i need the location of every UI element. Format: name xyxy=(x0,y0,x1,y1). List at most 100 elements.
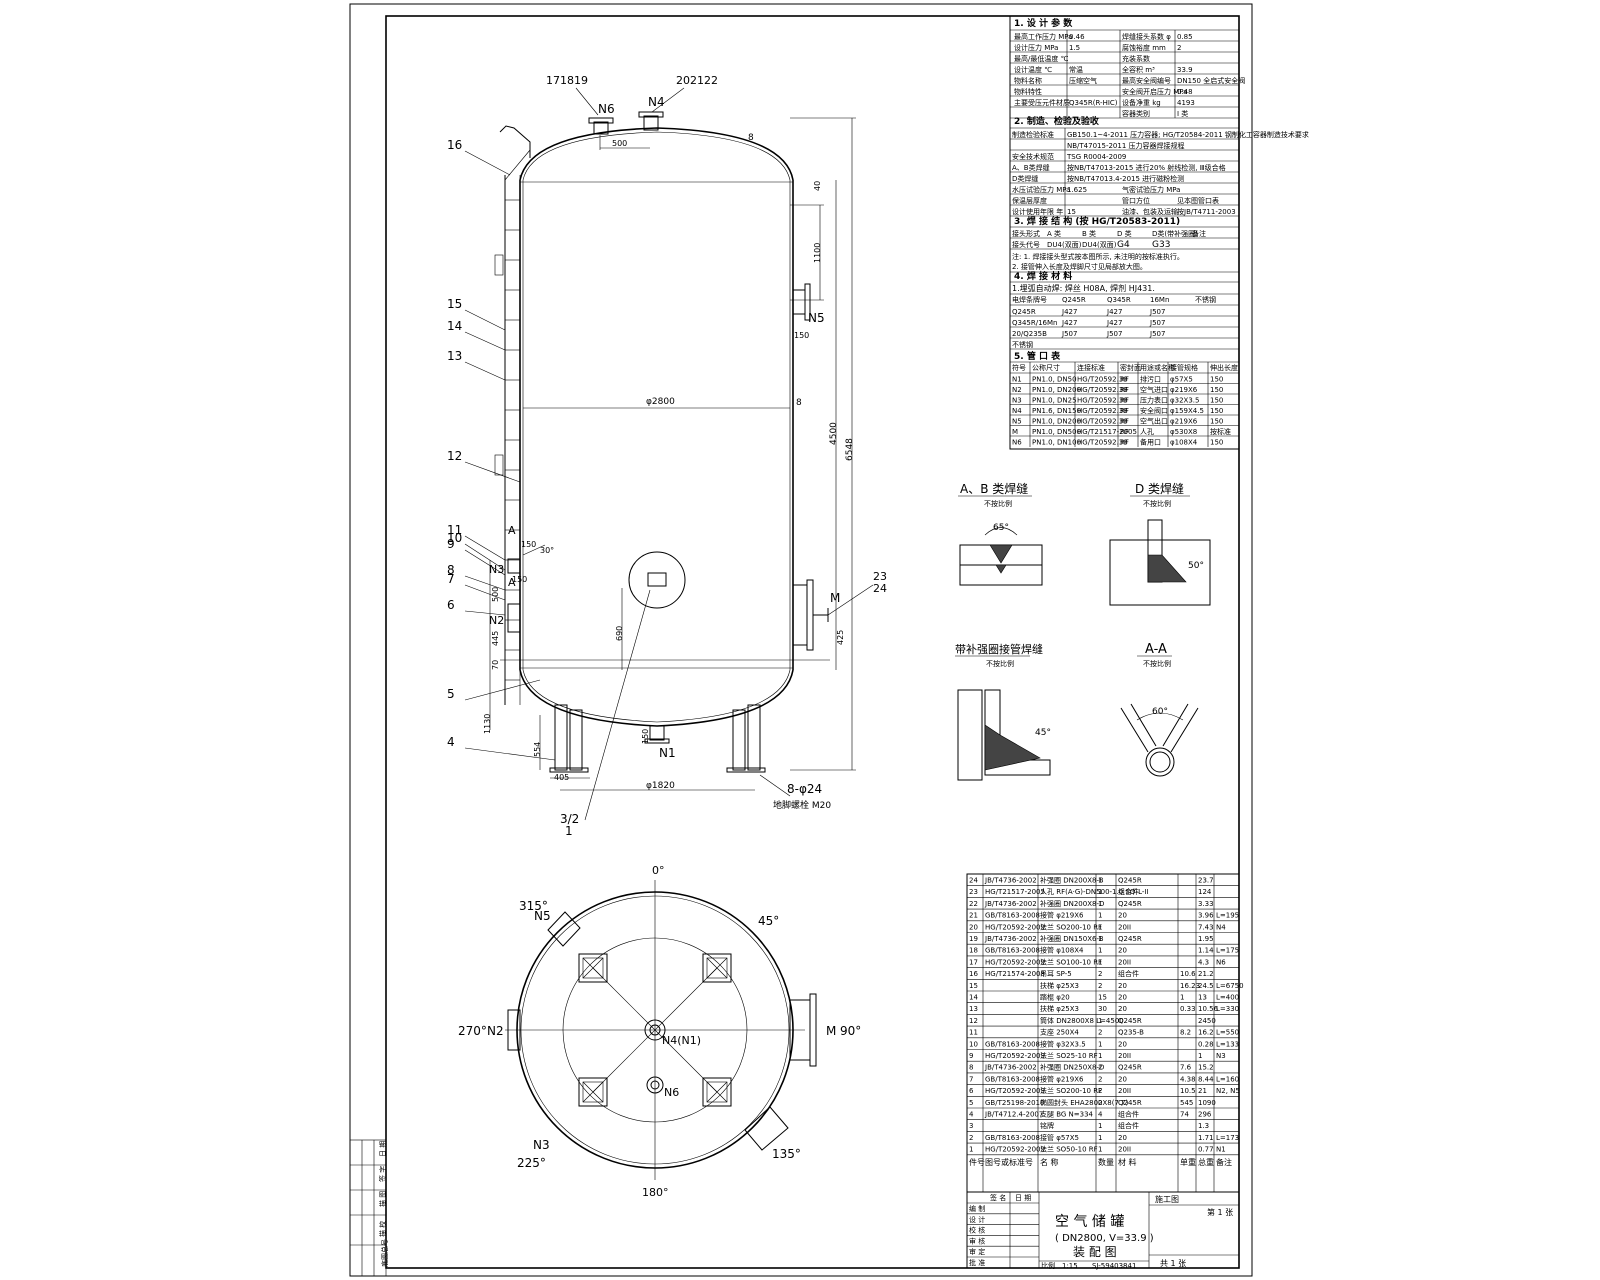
parts-cell: 2 xyxy=(1098,1099,1102,1107)
dim-label: 500 xyxy=(612,139,627,148)
detail-scale: 不按比例 xyxy=(986,659,1014,668)
parts-cell: 接管 φ219X6 xyxy=(1040,1074,1084,1083)
parts-cell: Q245R xyxy=(1118,900,1142,908)
parts-cell: 1.14 xyxy=(1198,947,1214,955)
plan-nozzle-label: N3 xyxy=(533,1138,550,1152)
weld-material-cell: J507 xyxy=(1061,330,1077,338)
parts-cell: 补强圈 DN200X8-D xyxy=(1040,899,1104,908)
nozzle-cell: N3 xyxy=(1012,397,1022,405)
nozzle-cell: φ159X4.5 xyxy=(1170,407,1204,415)
weld-material-col: 不锈钢 xyxy=(1195,295,1216,304)
nozzle-cell: 安全阀口 xyxy=(1140,406,1168,415)
inspection-cell: 见本图管口表 xyxy=(1177,196,1219,205)
role-label: 编 制 xyxy=(969,1204,985,1213)
scale-label: 比例 xyxy=(1041,1261,1055,1270)
nameplate xyxy=(628,551,686,609)
parts-col: 备注 xyxy=(1216,1157,1232,1167)
parts-cell: 296 xyxy=(1198,1111,1212,1119)
parts-cell: 20II xyxy=(1118,1146,1131,1154)
angle-label: 180° xyxy=(642,1186,669,1199)
nozzle-cell: RF xyxy=(1120,386,1129,394)
parts-cell: 15 xyxy=(1098,994,1107,1002)
parts-col: 名 称 xyxy=(1040,1157,1059,1167)
detail-scale: 不按比例 xyxy=(984,499,1012,508)
dim-label: 8 xyxy=(796,398,802,408)
drawing-name: 空 气 储 罐 xyxy=(1055,1214,1124,1230)
weld-details: A、B 类焊缝 不按比例 65° D 类焊缝 不按比例 50° 带补强圈接管焊缝… xyxy=(955,481,1211,781)
param-cell: 焊缝接头系数 φ xyxy=(1122,32,1171,41)
parts-cell: GB/T8163-2008 xyxy=(985,1075,1040,1083)
dim-label: 150 xyxy=(512,575,527,584)
nozzle-cell: PN1.0, DN200 xyxy=(1032,386,1081,394)
parts-cell: HG/T20592-2009 xyxy=(985,958,1045,966)
bottom-head xyxy=(519,669,794,727)
parts-cell: 支腿 BG N=334 xyxy=(1040,1110,1094,1119)
inspection-cell: NB/T47015-2011 压力容器焊接规程 xyxy=(1067,141,1185,150)
parts-cell: 法兰 SO100-10 RF xyxy=(1040,957,1102,966)
nozzle-table-heading: 5. 管 口 表 xyxy=(1014,350,1061,362)
weld-cell: DU4(双面) xyxy=(1047,241,1082,249)
nozzle-cell: PN1.0, DN200 xyxy=(1032,418,1081,426)
parts-cell: 组合件 xyxy=(1118,1121,1139,1130)
parts-cell: 2 xyxy=(1098,1064,1102,1072)
dim-label: 150 xyxy=(521,540,536,549)
nozzle-cell: RF xyxy=(1120,428,1129,436)
parts-cell: 1 xyxy=(1098,1134,1102,1142)
side-strip-item: 签 字 xyxy=(378,1166,387,1182)
dim-label: 6548 xyxy=(845,438,855,461)
param-cell: 设计压力 MPa xyxy=(1014,43,1058,52)
weld-col: 接头形式 xyxy=(1012,229,1040,238)
drawing-number: SJ-59403841 xyxy=(1092,1262,1136,1270)
parts-cell: 18 xyxy=(969,947,978,955)
param-cell: 0.85 xyxy=(1177,33,1193,41)
detail-scale: 不按比例 xyxy=(1143,659,1171,668)
inspection-cell: D类焊缝 xyxy=(1012,174,1038,183)
nozzle-cell: 150 xyxy=(1210,439,1223,447)
parts-cell: 13 xyxy=(1198,994,1207,1002)
parts-cell: N1 xyxy=(1216,1146,1226,1154)
nozzle-col: 接管规格 xyxy=(1170,363,1198,372)
nozzle-cell: N6 xyxy=(1012,439,1022,447)
callout-label: 11 xyxy=(447,523,462,537)
angle-label: 315° xyxy=(519,899,548,913)
parts-cell: 扶梯 φ25X3 xyxy=(1040,1004,1079,1013)
parts-cell: 组合件 xyxy=(1118,969,1139,978)
weld-material-cell: J427 xyxy=(1061,308,1077,316)
parts-cell: 9 xyxy=(969,1052,973,1060)
dim-label: φ1820 xyxy=(646,781,675,791)
parts-cell: 0.33 xyxy=(1180,1005,1196,1013)
callout-label: 171819 xyxy=(546,74,588,87)
parts-cell: L=550 xyxy=(1216,1029,1239,1037)
parts-cell: JB/T4736-2002 xyxy=(984,877,1037,885)
callout-label: 10 xyxy=(447,531,462,545)
nozzle-label: N5 xyxy=(808,311,825,325)
param-cell: 0.46 xyxy=(1069,33,1085,41)
parts-cell: 13 xyxy=(969,1005,978,1013)
role-label: 审 定 xyxy=(969,1247,985,1256)
nozzle-cell: 空气出口 xyxy=(1140,417,1168,426)
parts-cell: 10.5 xyxy=(1180,1087,1196,1095)
nozzle-cell: 备用口 xyxy=(1140,438,1161,447)
parts-cell: L=400 xyxy=(1216,994,1239,1002)
inspection-cell: 安全技术规范 xyxy=(1012,152,1054,161)
weld-material-cell: Q345R/16Mn xyxy=(1012,319,1057,327)
callout-label: 13 xyxy=(447,349,462,363)
parts-cell: 扶梯 φ25X3 xyxy=(1040,981,1079,990)
nozzle-cell: PN1.0, DN25 xyxy=(1032,397,1077,405)
parts-cell: 19 xyxy=(969,935,978,943)
nozzle-col: 用途或名称 xyxy=(1140,363,1175,372)
callout-label: 9 xyxy=(447,537,455,551)
role-label: 校 核 xyxy=(969,1226,985,1235)
nozzle-cell: HG/T20592.38 xyxy=(1077,418,1128,426)
weld-col: 备注 xyxy=(1192,229,1206,238)
param-cell: 腐蚀裕度 mm xyxy=(1122,43,1166,52)
param-cell: 主要受压元件材质 xyxy=(1014,98,1070,107)
outer-border xyxy=(349,3,1253,1277)
dim-label: 425 xyxy=(836,630,845,645)
nozzle-label: N4 xyxy=(648,95,665,109)
nozzle-cell: HG/T20592.38 xyxy=(1077,407,1128,415)
